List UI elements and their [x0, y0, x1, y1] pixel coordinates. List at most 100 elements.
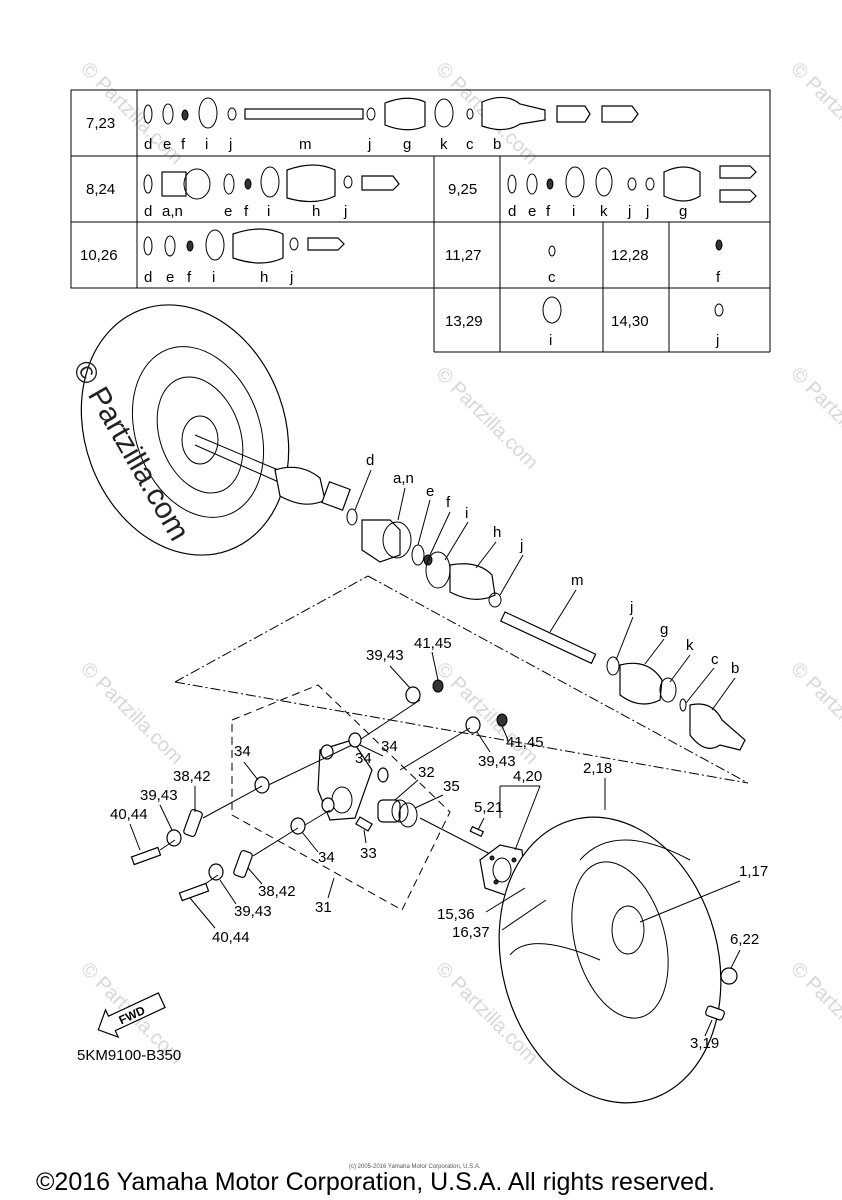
kit-letter: f: [244, 203, 249, 220]
kit-row-10-26-icons: [143, 228, 345, 264]
callout-g: g: [660, 621, 668, 638]
callout-34: 34: [234, 743, 251, 760]
callout-4-20: 4,20: [513, 768, 542, 785]
kit-letter: d: [144, 203, 152, 220]
kit-letter: j: [289, 269, 293, 286]
callout-c: c: [711, 651, 719, 668]
callout-f: f: [446, 494, 451, 511]
kit-letter: h: [260, 269, 268, 286]
kit-letter: i: [205, 136, 208, 153]
callout-1-17: 1,17: [739, 863, 768, 880]
callout-34: 34: [381, 738, 398, 755]
circlip-icon: [548, 245, 556, 257]
kit-letter: i: [549, 332, 552, 349]
callout-31: 31: [315, 899, 332, 916]
kit-letter: j: [228, 136, 232, 153]
callout-38-42: 38,42: [258, 883, 296, 900]
callout-h: h: [493, 524, 501, 541]
kit-letter: j: [645, 203, 649, 220]
kit-code: 14,30: [611, 313, 649, 330]
kit-letter: i: [267, 203, 270, 220]
callout-34: 34: [355, 750, 372, 767]
callout-6-22: 6,22: [730, 931, 759, 948]
part-number: 5KM9100-B350: [77, 1047, 181, 1064]
kit-row-7-23-icons: [143, 96, 639, 131]
kit-letter: g: [403, 136, 411, 153]
rear-tire-upper: [80, 304, 290, 556]
kit-letter: k: [600, 203, 608, 220]
watermark-text: © Partzilla.com: [786, 58, 842, 169]
kit-letter: e: [163, 136, 171, 153]
callout-15-36: 15,36: [437, 906, 475, 923]
callout-5-21: 5,21: [474, 799, 503, 816]
callout-d: d: [366, 452, 374, 469]
callout-a-n: a,n: [393, 470, 414, 487]
kit-letter: j: [343, 203, 347, 220]
callout-39-43: 39,43: [234, 903, 272, 920]
callout-38-42: 38,42: [173, 768, 211, 785]
callout-33: 33: [360, 845, 377, 862]
kit-letter: d: [144, 136, 152, 153]
callout-e: e: [426, 483, 434, 500]
kit-letter: e: [166, 269, 174, 286]
callout-2-18: 2,18: [583, 760, 612, 777]
callout-32: 32: [418, 764, 435, 781]
kit-letter: j: [715, 332, 719, 349]
watermark-text: © Partzilla.com: [431, 363, 542, 474]
small-copyright: (c) 2005-2016 Yamaha Motor Corporation, …: [349, 1164, 481, 1170]
kit-letter: m: [299, 136, 312, 153]
oil-seal-icon: [715, 239, 723, 251]
callout-i: i: [465, 505, 468, 522]
kit-letter: f: [716, 269, 721, 286]
kit-letter: d: [144, 269, 152, 286]
upper-callouts: d a,n e f i h j m j g k c b: [354, 452, 739, 711]
kit-letter: e: [224, 203, 232, 220]
callout-34: 34: [318, 849, 335, 866]
callout-j: j: [629, 599, 633, 616]
kit-letter: b: [493, 136, 501, 153]
callout-k: k: [686, 637, 694, 654]
reference-lines: [174, 575, 749, 784]
kit-row-8-24-icons: [143, 164, 400, 203]
callout-j: j: [519, 537, 523, 554]
kit-letter: i: [212, 269, 215, 286]
callout-40-44: 40,44: [212, 929, 250, 946]
kit-letter: f: [187, 269, 192, 286]
callout-39-43: 39,43: [366, 647, 404, 664]
kit-code: 11,27: [445, 247, 481, 264]
rear-tire-lower: [498, 816, 738, 1104]
kit-letter: f: [546, 203, 551, 220]
kit-code: 12,28: [611, 247, 649, 264]
knuckle-callouts: 41,45 39,43 34 34 34 41,45 39,43 38,42 3…: [110, 635, 544, 946]
kit-letter: a,n: [162, 203, 183, 220]
callout-m: m: [571, 572, 584, 589]
callout-3-19: 3,19: [690, 1035, 719, 1052]
callout-b: b: [731, 660, 739, 677]
kit-letter: k: [440, 136, 448, 153]
kit-row-9-25-icons: [507, 165, 757, 203]
kit-letter: j: [627, 203, 631, 220]
callout-41-45: 41,45: [506, 734, 544, 751]
kit-code: 10,26: [80, 247, 118, 264]
kit-letter: h: [312, 203, 320, 220]
kit-letter: d: [508, 203, 516, 220]
kit-letter: c: [548, 269, 556, 286]
small-band-icon: [714, 303, 724, 317]
callout-16-37: 16,37: [452, 924, 490, 941]
kit-letter: f: [181, 136, 186, 153]
kit-letter: c: [466, 136, 474, 153]
watermark-text: © Partzilla.com: [76, 658, 187, 769]
kit-letter: e: [528, 203, 536, 220]
hub-callouts: 4,20 5,21 2,18 1,17 15,36 16,37 6,22 3,1…: [437, 760, 768, 1052]
copyright: ©2016 Yamaha Motor Corporation, U.S.A. A…: [36, 1168, 715, 1196]
watermark-text: © Partzilla.com: [786, 958, 842, 1069]
kit-code: 13,29: [445, 313, 483, 330]
knuckle-parts: [130, 679, 508, 902]
callout-39-43: 39,43: [140, 787, 178, 804]
kit-table: 7,23 8,24 9,25 10,26 11,27 12,28 13,29 1…: [70, 89, 771, 353]
drive-shaft-assembly: [194, 434, 746, 751]
callout-41-45: 41,45: [414, 635, 452, 652]
watermark-text: © Partzilla.com: [786, 363, 842, 474]
kit-code: 8,24: [86, 181, 115, 198]
kit-letter: j: [367, 136, 371, 153]
